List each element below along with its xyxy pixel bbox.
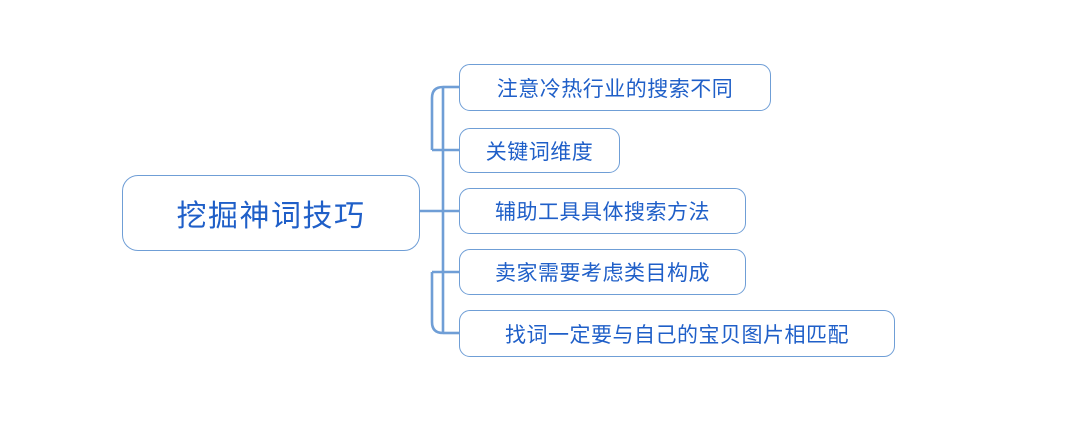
mindmap-child-label-5: 找词一定要与自己的宝贝图片相匹配	[505, 322, 849, 347]
mindmap-child-node-2[interactable]: 关键词维度	[459, 128, 620, 173]
connector-elbow-1	[430, 85, 444, 150]
mindmap-root-node[interactable]: 挖掘神词技巧	[122, 175, 420, 251]
mindmap-root-label: 挖掘神词技巧	[176, 199, 366, 234]
mindmap-child-label-3: 辅助工具具体搜索方法	[495, 200, 710, 224]
mindmap-child-node-4[interactable]: 卖家需要考虑类目构成	[459, 249, 746, 295]
mindmap-child-node-1[interactable]: 注意冷热行业的搜索不同	[459, 64, 771, 111]
mindmap-child-label-1: 注意冷热行业的搜索不同	[496, 76, 734, 101]
mindmap-child-node-5[interactable]: 找词一定要与自己的宝贝图片相匹配	[459, 310, 895, 357]
mindmap-child-label-4: 卖家需要考虑类目构成	[495, 261, 710, 285]
mindmap-child-label-2: 关键词维度	[485, 139, 594, 164]
connector-elbow-5	[430, 272, 444, 335]
mindmap-child-node-3[interactable]: 辅助工具具体搜索方法	[459, 188, 746, 234]
